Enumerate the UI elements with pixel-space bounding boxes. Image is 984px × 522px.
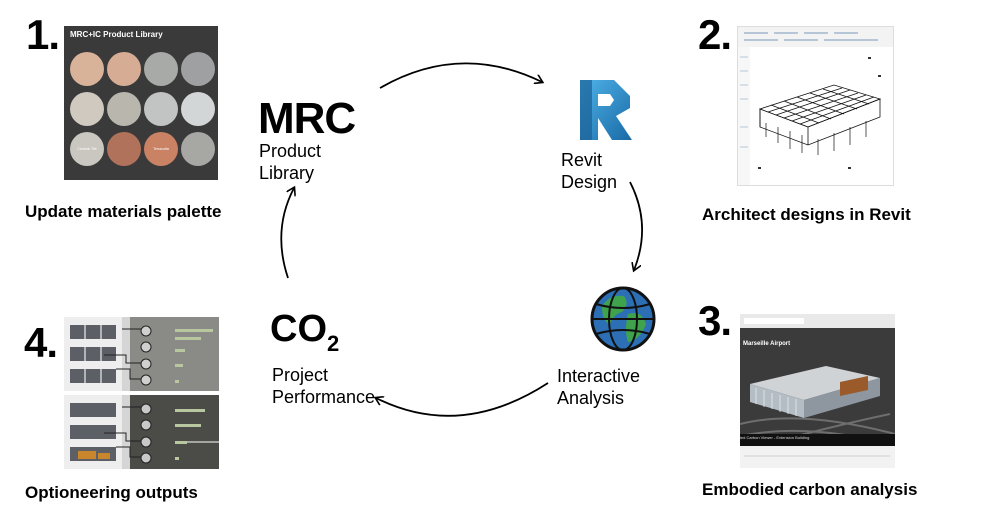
material-swatch[interactable] [107,92,141,126]
co2-subscript: 2 [327,331,340,356]
material-swatch[interactable] [70,92,104,126]
analysis-label-line2: Analysis [557,388,625,408]
material-swatch-label: Ceramic Tile [77,147,97,151]
revit-label: Revit Design [561,149,617,193]
material-swatch[interactable] [107,132,141,166]
mrc-label: Product Library [259,140,321,184]
revit-logo-icon [580,80,632,140]
material-swatch[interactable]: Terracotta [144,132,178,166]
arrow-mrc-to-revit [379,62,542,89]
material-swatch[interactable]: Ceramic Tile [70,132,104,166]
co2-label-line1: Project [272,365,329,385]
step-2-number: 2. [698,11,732,58]
viewer-footer: ied Carbon Viewer - Extension Building [740,435,810,440]
mrc-label-line2: Library [259,163,315,183]
mrc-title: MRC [258,94,356,143]
step-1-number: 1. [26,11,60,58]
step-2-caption: Architect designs in Revit [702,205,911,224]
step-3-caption: Embodied carbon analysis [702,480,918,499]
co2-main: CO [270,308,327,350]
arrow-co2-to-mrc [280,188,294,279]
carbon-viewer-screenshot: Marseille Airport ied Carbon Viewer - Ex… [740,314,895,468]
analysis-label-line1: Interactive [557,366,641,386]
material-swatch[interactable] [144,52,178,86]
revit-label-line1: Revit [561,150,603,170]
globe-icon [590,286,656,352]
step-3-number: 3. [698,297,732,344]
co2-title: CO2 [270,310,339,355]
arrow-analysis-to-co2 [376,382,549,417]
revit-model-screenshot [737,26,894,186]
material-swatch[interactable] [181,132,215,166]
step-4-number: 4. [24,319,58,366]
product-library-screenshot: MRC+IC Product Library Ceramic Tile Terra… [64,26,218,180]
arrow-revit-to-analysis [629,181,643,270]
optioneering-panel-b [64,395,219,469]
revit-label-line2: Design [561,172,618,192]
material-swatch[interactable] [144,92,178,126]
material-swatch[interactable] [181,92,215,126]
material-swatch[interactable] [107,52,141,86]
mrc-label-line1: Product [259,141,322,161]
co2-label-line2: Performance [272,387,376,407]
optioneering-panel-a [64,317,219,391]
material-swatch[interactable] [181,52,215,86]
step-4-caption: Optioneering outputs [25,483,198,502]
step-1-caption: Update materials palette [25,202,222,221]
material-swatch-label: Terracotta [153,147,169,151]
analysis-label: Interactive Analysis [557,365,640,409]
library-title: MRC+IC Product Library [70,30,163,39]
co2-label: Project Performance [272,364,375,408]
material-swatch[interactable] [70,52,104,86]
viewer-title: Marseille Airport [743,341,791,347]
